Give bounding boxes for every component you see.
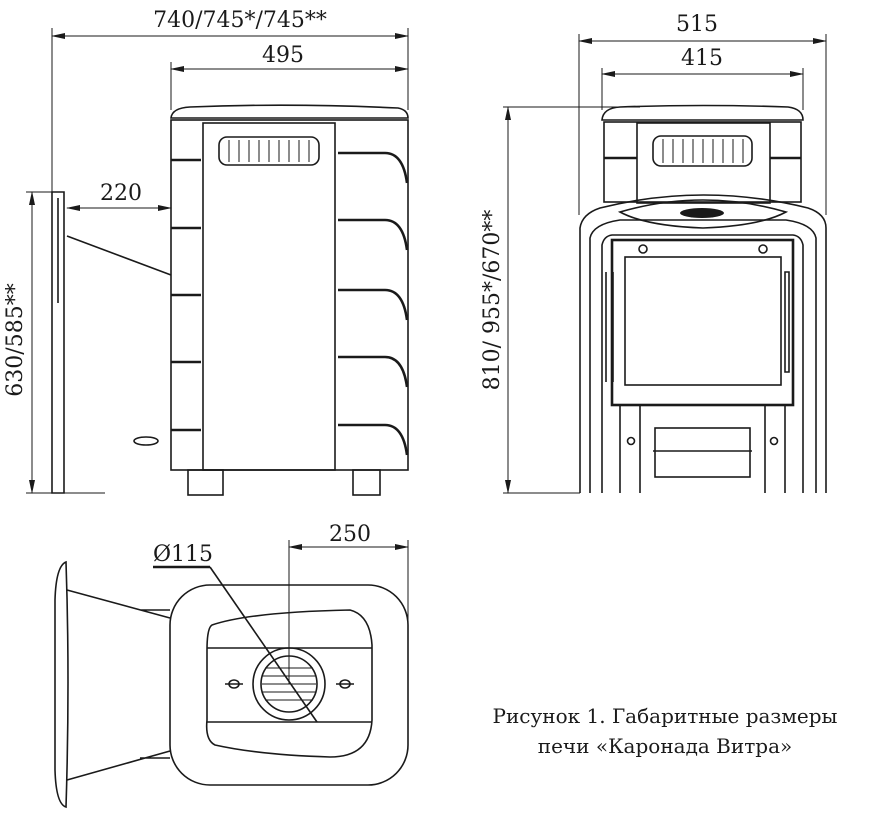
top-trim [617, 199, 789, 229]
vent-slots [652, 135, 753, 167]
front-view: 515 415 810/ 955*/670** [480, 12, 827, 494]
dimension-flue-offset: 250 [288, 522, 409, 684]
door-glass [624, 256, 782, 386]
stove-side [51, 104, 409, 496]
stove-top [54, 560, 409, 809]
dimension-flue-diameter: Ø115 [153, 542, 318, 723]
dimension-body-depth: 495 [170, 43, 409, 110]
dimension-label: 220 [100, 181, 142, 206]
logo-badge [680, 208, 724, 218]
flue-inner [260, 655, 318, 713]
dimension-height: 630/585** [3, 191, 105, 494]
dimension-label: 740/745*/745** [153, 8, 327, 33]
dimension-label: 415 [681, 46, 723, 71]
dimension-label: 515 [676, 12, 718, 37]
dimension-body-width: 415 [601, 46, 804, 110]
dimension-label: Ø115 [153, 542, 213, 567]
ash-drawer [654, 427, 751, 478]
stove-front [579, 104, 827, 493]
flue-outer [252, 647, 326, 721]
dimension-label: 495 [262, 43, 304, 68]
dimension-label: 810/ 955*/670** [480, 210, 505, 391]
door [610, 238, 795, 407]
dimension-screen-gap: 220 [66, 181, 172, 211]
vent-slots [218, 136, 320, 166]
top-view: 250 Ø115 [54, 522, 409, 809]
caption-line-1: Рисунок 1. Габаритные размеры [492, 704, 838, 728]
dimension-height: 810/ 955*/670** [480, 106, 640, 494]
dimension-label: 630/585** [3, 283, 28, 396]
caption-line-2: печи «Каронада Витра» [537, 734, 793, 758]
dimension-label: 250 [329, 522, 371, 547]
dimension-overall-width: 515 [578, 12, 827, 215]
dimension-overall-length: 740/745*/745** [51, 8, 409, 195]
side-view: 740/745*/745** 495 220 630/585** [3, 8, 409, 496]
